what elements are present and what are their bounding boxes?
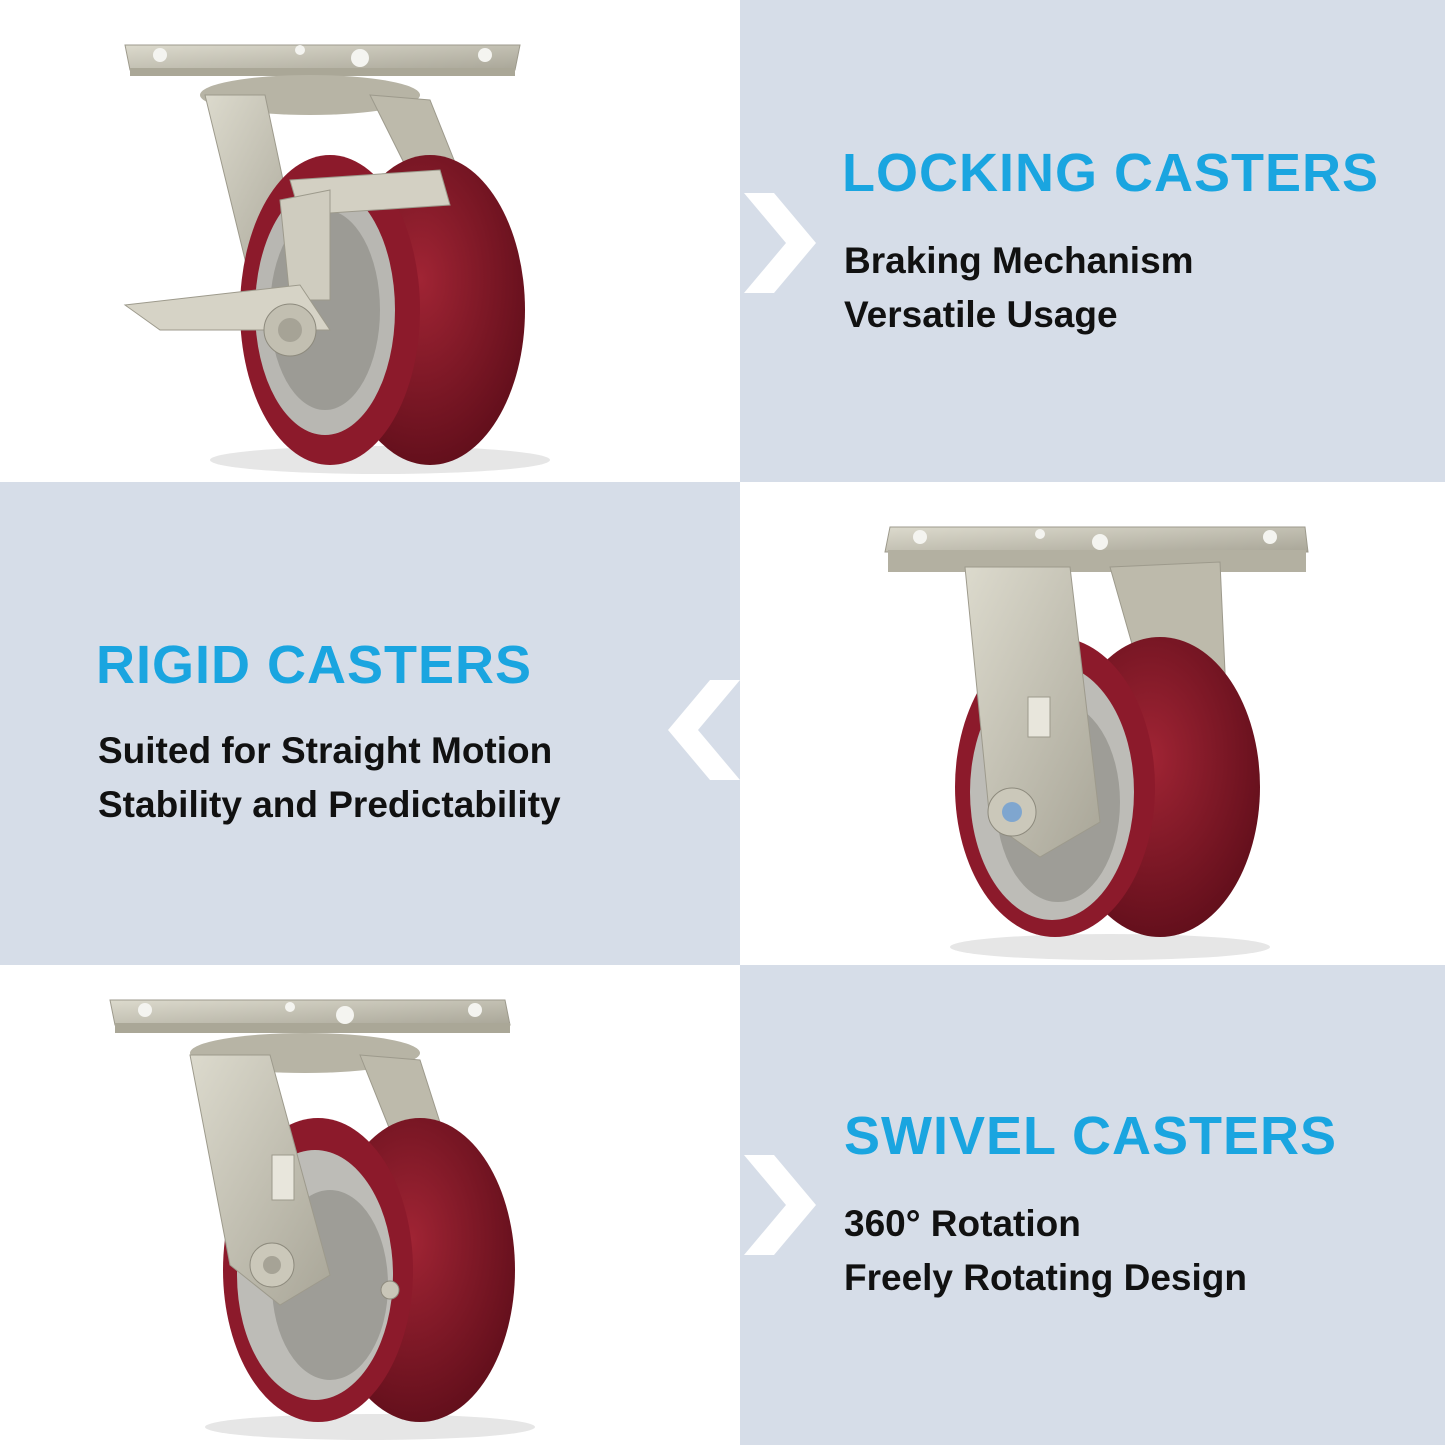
rigid-feature-1: Suited for Straight Motion bbox=[98, 730, 553, 771]
swivel-caster-image-panel bbox=[0, 965, 740, 1445]
swivel-feature-1: 360° Rotation bbox=[844, 1203, 1081, 1244]
chevron-left-icon bbox=[668, 680, 740, 780]
rigid-caster-image-panel bbox=[740, 482, 1445, 965]
rigid-feature-2: Stability and Predictability bbox=[98, 784, 561, 825]
chevron-right-icon bbox=[744, 1155, 816, 1255]
rigid-casters-title: RIGID CASTERS bbox=[96, 635, 533, 695]
rigid-casters-text-panel: RIGID CASTERS Suited for Straight Motion… bbox=[0, 482, 740, 965]
locking-caster-illustration bbox=[123, 44, 550, 474]
rigid-caster-illustration bbox=[884, 526, 1309, 960]
swivel-feature-2: Freely Rotating Design bbox=[844, 1257, 1247, 1298]
chevron-right-icon bbox=[744, 193, 816, 293]
locking-casters-text-panel: LOCKING CASTERS Braking Mechanism Versat… bbox=[740, 0, 1445, 482]
swivel-casters-title: SWIVEL CASTERS bbox=[844, 1106, 1338, 1166]
locking-caster-image-panel bbox=[0, 0, 740, 482]
swivel-casters-text-panel: SWIVEL CASTERS 360° Rotation Freely Rota… bbox=[740, 965, 1445, 1445]
swivel-caster-illustration bbox=[109, 999, 535, 1440]
locking-casters-title: LOCKING CASTERS bbox=[842, 143, 1380, 203]
locking-feature-1: Braking Mechanism bbox=[844, 240, 1194, 281]
locking-feature-2: Versatile Usage bbox=[844, 294, 1118, 335]
